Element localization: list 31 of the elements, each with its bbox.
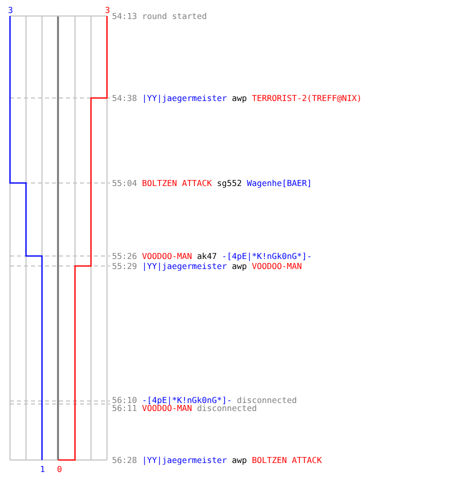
player-name: |YY|jaegermeister — [142, 455, 227, 465]
weapon-name: ak47 — [196, 251, 217, 261]
weapon-name: sg552 — [216, 178, 242, 188]
event-time: 56:28 — [112, 455, 137, 465]
event-time: 55:29 — [112, 261, 137, 271]
player-name: VOODOO-MAN — [252, 261, 302, 271]
count-label: 3 — [105, 5, 110, 15]
event-time: 55:04 — [112, 178, 137, 188]
event-time: 56:11 — [112, 403, 137, 413]
weapon-name: awp — [232, 455, 247, 465]
player-name: |YY|jaegermeister — [142, 93, 227, 103]
event-time: 54:38 — [112, 93, 137, 103]
count-label: 0 — [57, 464, 62, 474]
weapon-name: awp — [232, 93, 247, 103]
player-name: Wagenhe[BAER] — [246, 178, 312, 188]
player-name: TERRORIST-2(TREFF@NIX) — [252, 93, 362, 103]
event-text: disconnected — [196, 403, 257, 413]
count-label: 3 — [8, 5, 13, 15]
player-name: BOLTZEN ATTACK — [142, 178, 212, 188]
player-name: VOODOO-MAN — [142, 251, 192, 261]
event-time: 54:13 — [112, 11, 137, 21]
weapon-name: awp — [232, 261, 247, 271]
event-text: round started — [142, 11, 207, 21]
event-time: 55:26 — [112, 251, 137, 261]
player-name: |YY|jaegermeister — [142, 261, 227, 271]
player-name: -[4pE|*K!nGk0nG*]- — [142, 395, 232, 405]
player-name: -[4pE|*K!nGk0nG*]- — [222, 251, 312, 261]
event-text: disconnected — [236, 395, 297, 405]
player-name: BOLTZEN ATTACK — [252, 455, 322, 465]
count-label: 1 — [40, 464, 45, 474]
event-time: 56:10 — [112, 395, 137, 405]
